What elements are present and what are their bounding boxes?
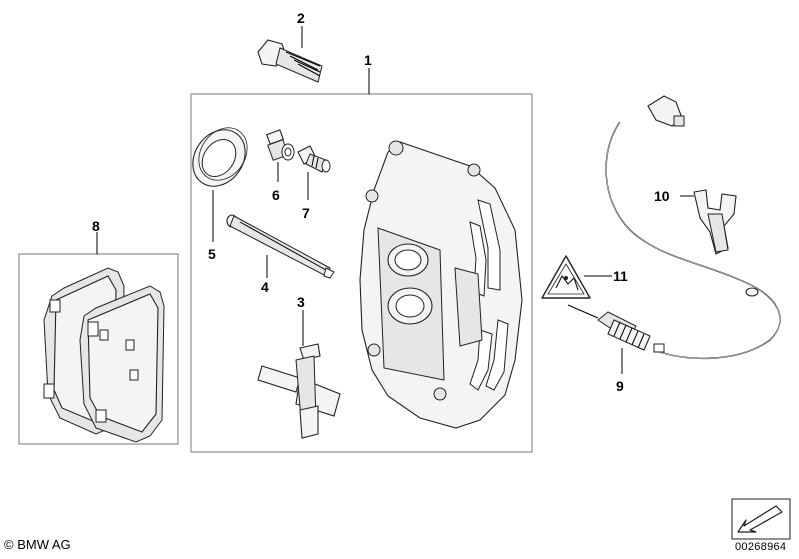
bleed-screw-part-7[interactable] bbox=[297, 145, 331, 173]
diagram-reference-number: 00268964 bbox=[735, 541, 787, 553]
callout-7[interactable]: 7 bbox=[302, 205, 310, 221]
brake-caliper-part-1[interactable] bbox=[359, 140, 523, 429]
callout-6[interactable]: 6 bbox=[272, 187, 280, 203]
clip-part-10[interactable] bbox=[693, 189, 737, 255]
wear-sensor-part-9[interactable] bbox=[597, 95, 781, 360]
bleed-valve-part-6[interactable] bbox=[266, 129, 295, 161]
copyright-notice: © BMW AG bbox=[4, 537, 71, 552]
diagonal-arrow-icon bbox=[731, 498, 791, 540]
anti-rattle-spring-part-3[interactable] bbox=[257, 343, 341, 439]
callout-9[interactable]: 9 bbox=[616, 378, 624, 394]
callout-1[interactable]: 1 bbox=[364, 52, 372, 68]
brake-pad-group-frame bbox=[18, 253, 179, 445]
seal-ring-part-5[interactable] bbox=[182, 118, 257, 196]
callout-2[interactable]: 2 bbox=[297, 10, 305, 26]
caliper-group-frame bbox=[190, 93, 533, 453]
callout-11[interactable]: 11 bbox=[613, 268, 628, 284]
callout-4[interactable]: 4 bbox=[261, 279, 269, 295]
callout-5[interactable]: 5 bbox=[208, 246, 216, 262]
brake-pad-set-part-8[interactable] bbox=[43, 267, 165, 443]
callout-8[interactable]: 8 bbox=[92, 218, 100, 234]
bolt-part-2[interactable] bbox=[257, 39, 323, 83]
callout-10[interactable]: 10 bbox=[654, 188, 670, 204]
guide-pin-part-4[interactable] bbox=[226, 214, 335, 279]
callout-3[interactable]: 3 bbox=[297, 294, 305, 310]
triangle-warning-icon[interactable] bbox=[541, 255, 591, 299]
